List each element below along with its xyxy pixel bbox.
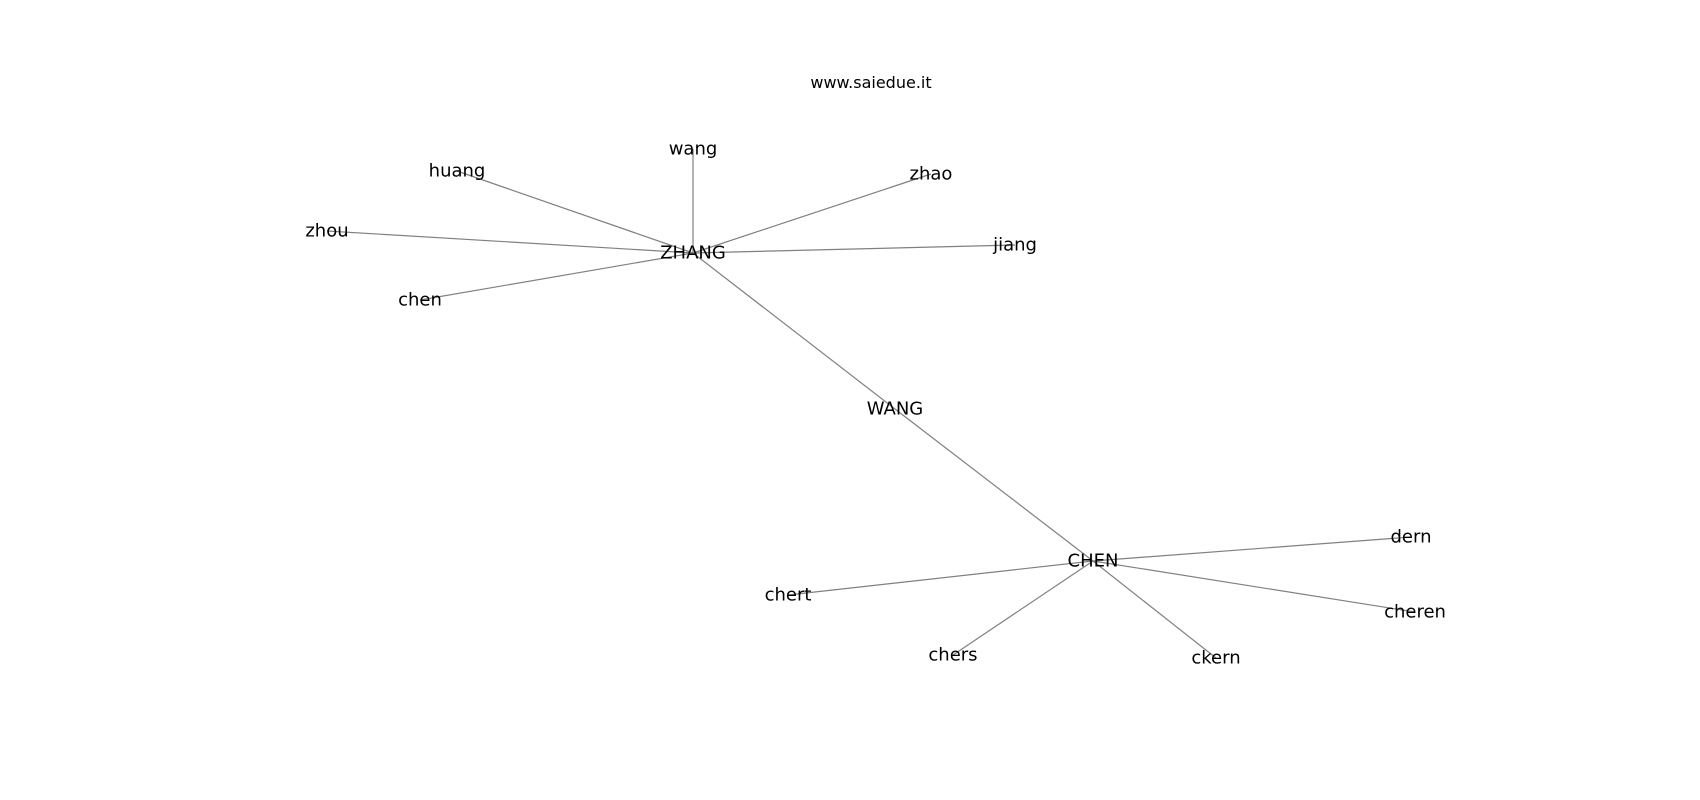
edge-ZHANG-chen	[419, 252, 694, 301]
node-label-ZHANG: ZHANG	[660, 243, 726, 264]
node-label-zhao: zhao	[910, 164, 953, 185]
node-label-dern: dern	[1391, 527, 1432, 548]
node-layer: ZHANG WANG CHEN wang huang zhao zhou jiang chen d…	[305, 139, 1446, 669]
node-label-zhou: zhou	[305, 221, 348, 242]
edge-ZHANG-zhou	[326, 230, 694, 254]
node-label-WANG: WANG	[867, 399, 924, 420]
edge-ZHANG-WANG	[692, 252, 896, 410]
node-label-jiang: jiang	[992, 235, 1037, 256]
edge-ZHANG-zhao	[692, 173, 932, 254]
node-label-wang: wang	[669, 139, 718, 160]
edge-ZHANG-huang	[456, 170, 694, 254]
node-label-cheren: cheren	[1384, 602, 1446, 623]
node-label-CHEN: CHEN	[1068, 551, 1119, 572]
node-label-ckern: ckern	[1191, 648, 1240, 669]
edge-CHEN-cheren	[1092, 560, 1416, 613]
edge-ZHANG-jiang	[692, 244, 1016, 254]
node-label-chen: chen	[398, 290, 442, 311]
node-label-chert: chert	[765, 585, 812, 606]
edge-WANG-CHEN	[894, 408, 1094, 562]
edge-layer	[326, 149, 1416, 659]
edge-CHEN-dern	[1092, 536, 1412, 562]
node-label-chers: chers	[928, 645, 977, 666]
edge-CHEN-chers	[952, 560, 1094, 656]
edge-CHEN-ckern	[1092, 560, 1217, 659]
edge-CHEN-chert	[787, 560, 1094, 596]
node-label-huang: huang	[429, 161, 486, 182]
diagram-title: www.saiedue.it	[810, 73, 931, 92]
